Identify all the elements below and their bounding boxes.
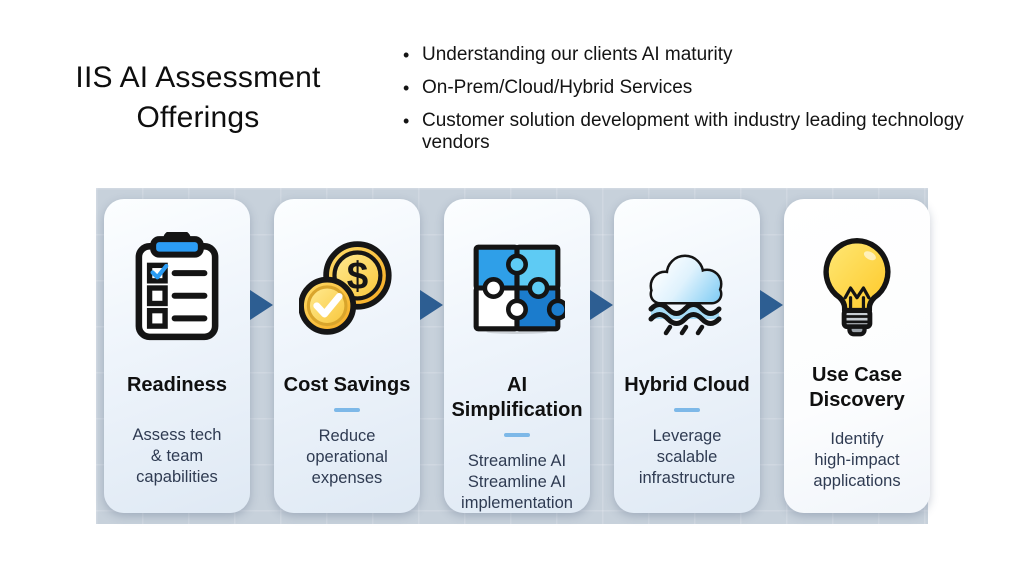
card-description: Reduce operational expenses	[306, 426, 388, 487]
lightbulb-icon	[789, 225, 925, 351]
card-title: AI Simplification	[451, 374, 583, 421]
card-description: Leverage scalable infrastructure	[638, 426, 736, 487]
slide-title: IIS AI Assessment Offerings	[75, 61, 321, 134]
card-title: Hybrid Cloud	[624, 374, 750, 396]
title-underline	[504, 433, 530, 437]
arrow-right-icon	[250, 289, 274, 321]
arrow-right-icon	[590, 289, 614, 321]
puzzle-pieces-icon	[449, 225, 585, 351]
card-description: Streamline AI Streamline AI implementati…	[461, 451, 573, 512]
bullet-item: Understanding our clients AI maturity	[400, 44, 976, 66]
svg-text:$: $	[347, 255, 368, 298]
card-title: Cost Savings	[283, 374, 411, 396]
card-hybrid-cloud: Hybrid Cloud Leverage scalable infrastru…	[614, 199, 760, 513]
clipboard-checklist-icon	[109, 225, 245, 351]
card-ai-simplification: AI Simplification Streamline AI Streamli…	[444, 199, 590, 513]
bullet-item: Customer solution development with indus…	[400, 110, 976, 154]
card-readiness: Readiness Assess tech & team capabilitie…	[104, 199, 250, 513]
bullet-item: On-Prem/Cloud/Hybrid Services	[400, 77, 976, 99]
card-title: Use Case Discovery	[809, 364, 905, 411]
title-underline	[674, 408, 700, 412]
card-title: Readiness	[126, 374, 228, 396]
card-description: Assess tech & team capabilities	[132, 426, 222, 486]
dollar-coins-icon: $	[279, 225, 415, 351]
rain-cloud-icon	[619, 225, 755, 351]
arrow-right-icon	[420, 289, 444, 321]
card-cost-savings: $ Cost Savings Reduce operational expens…	[274, 199, 420, 513]
card-use-case-discovery: Use Case Discovery Identify high-impact …	[784, 199, 930, 513]
process-diagram: Readiness Assess tech & team capabilitie…	[96, 188, 930, 524]
bullet-list: Understanding our clients AI maturity On…	[400, 44, 976, 165]
card-description: Identify high-impact applications	[813, 430, 901, 490]
arrow-right-icon	[760, 289, 784, 321]
title-underline	[334, 408, 360, 412]
